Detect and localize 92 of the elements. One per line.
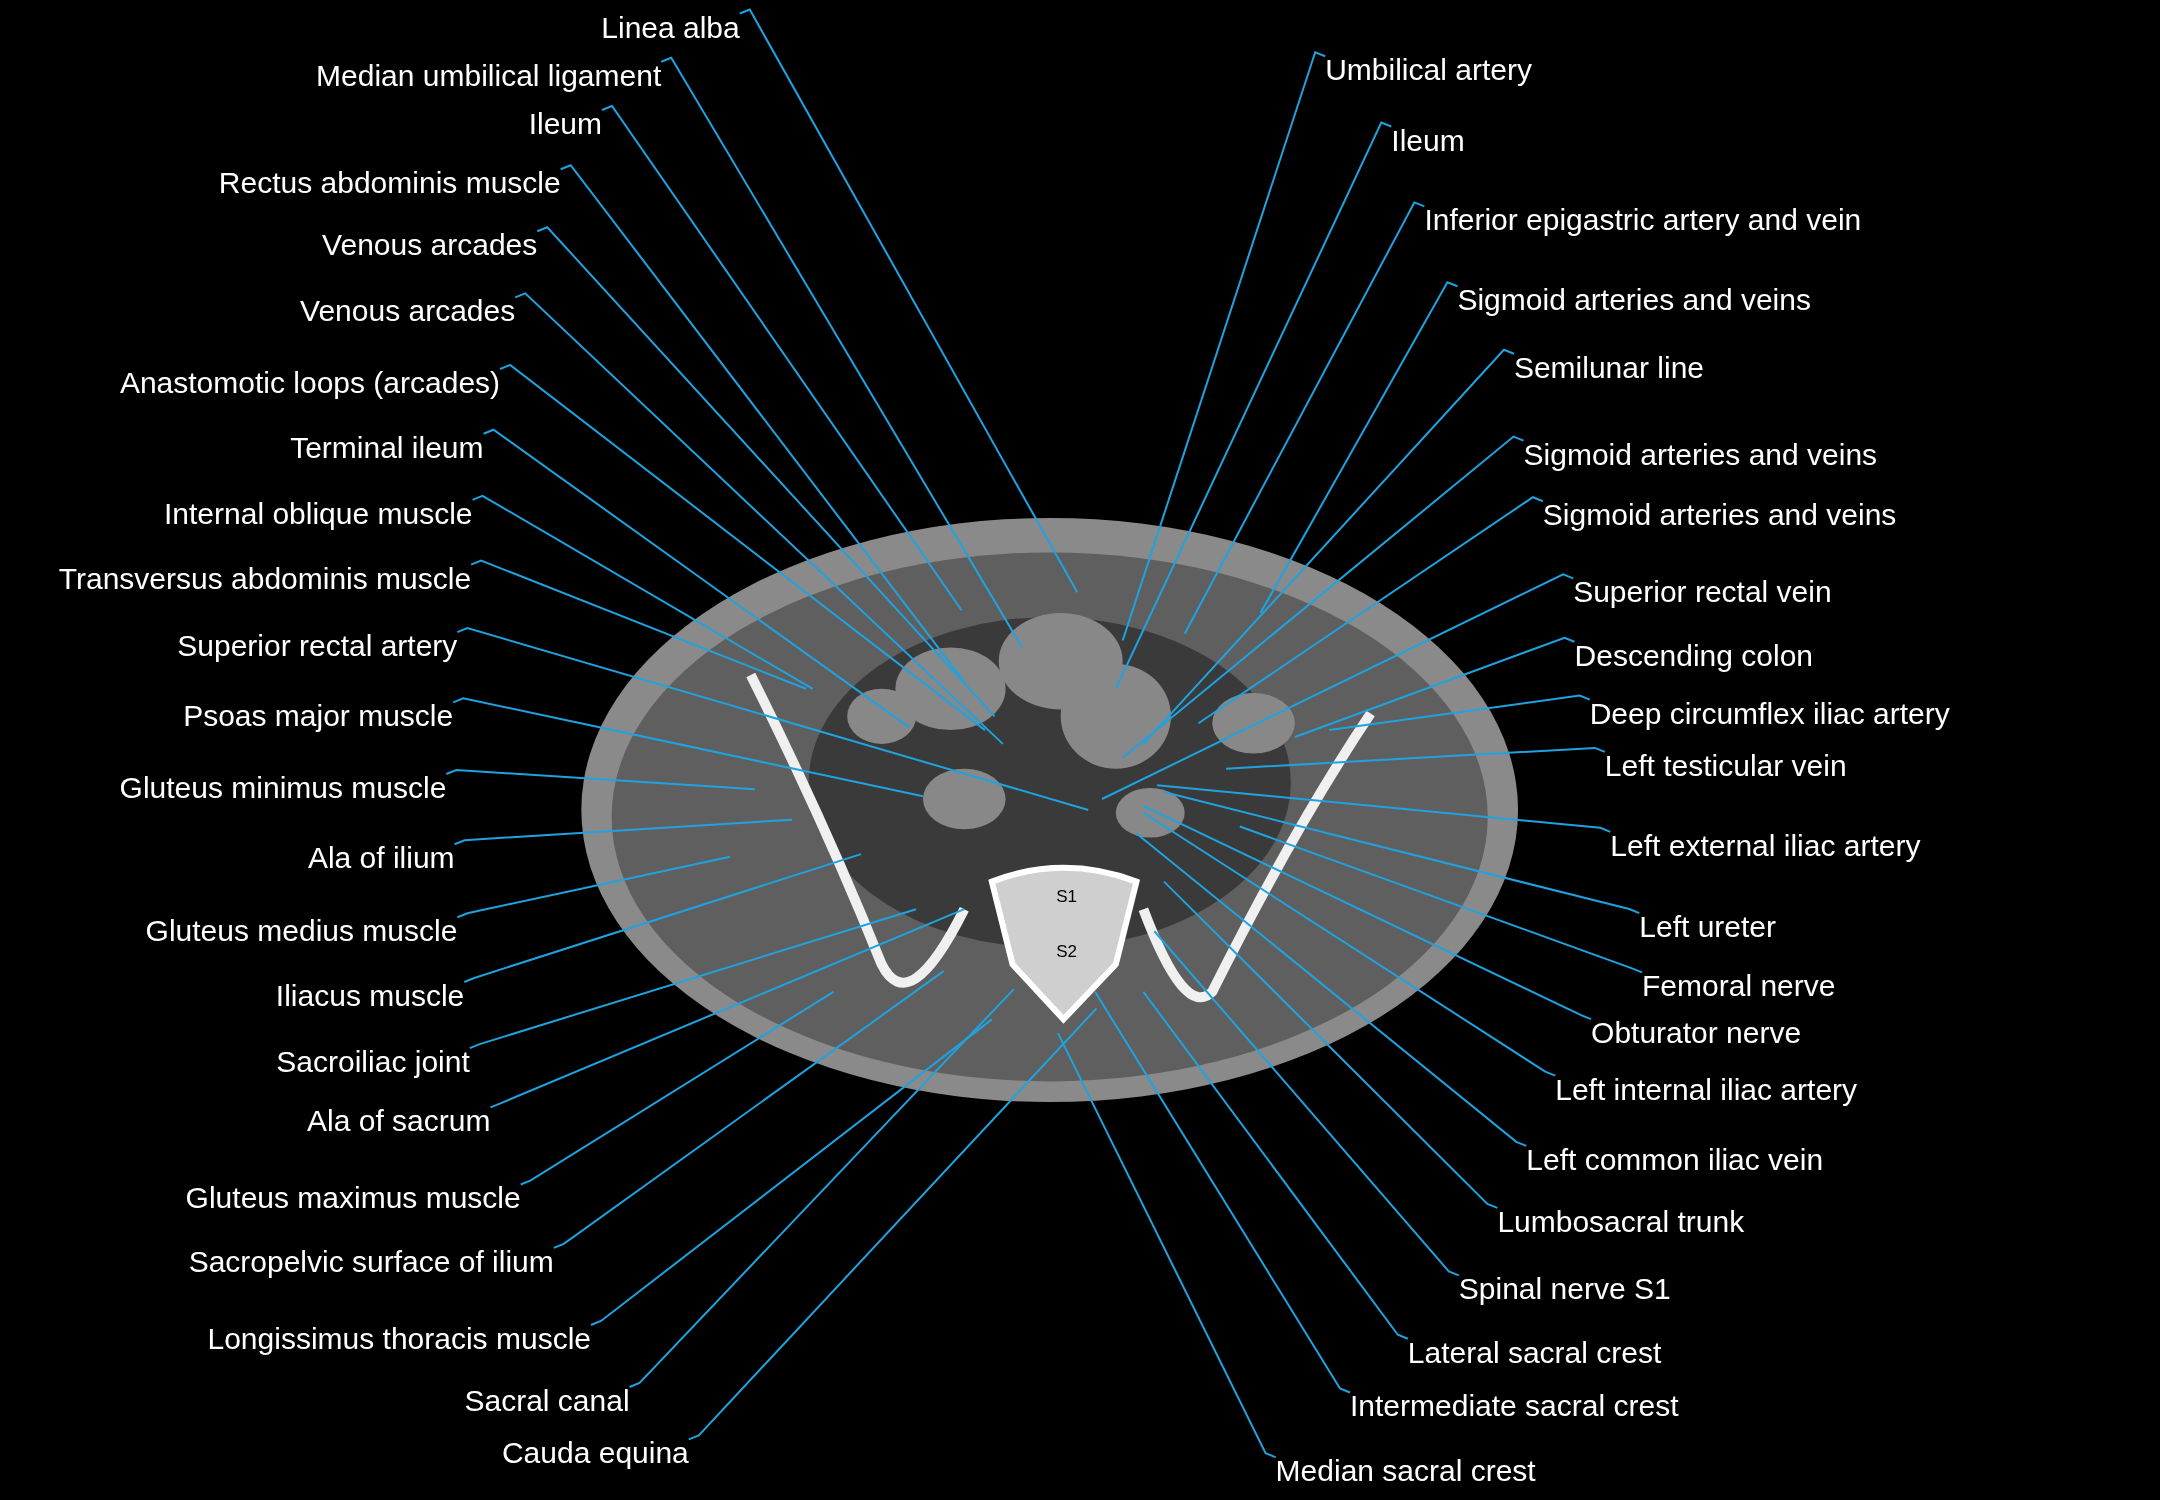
structure-label: Sigmoid arteries and veins bbox=[1523, 436, 1878, 473]
structure-label: Left external iliac artery bbox=[1610, 827, 1921, 864]
structure-label: Terminal ileum bbox=[290, 429, 484, 466]
leader-line bbox=[1153, 930, 1460, 1277]
leader-line bbox=[452, 697, 924, 798]
leader-line bbox=[456, 627, 1090, 811]
vertebra-label: S2 bbox=[1056, 941, 1077, 962]
leader-line bbox=[514, 292, 1004, 745]
structure-label: Left ureter bbox=[1639, 909, 1777, 946]
structure-label: Descending colon bbox=[1574, 637, 1814, 674]
structure-label: Transversus abdominis muscle bbox=[58, 560, 472, 597]
leader-line bbox=[456, 855, 732, 919]
leader-line bbox=[552, 970, 945, 1249]
leader-line bbox=[471, 494, 814, 690]
leader-line bbox=[1293, 636, 1576, 738]
structure-label: Venous arcades bbox=[322, 227, 538, 264]
leader-line bbox=[1197, 496, 1544, 725]
structure-label: Gluteus maximus muscle bbox=[185, 1180, 521, 1217]
structure-label: Ileum bbox=[528, 105, 602, 142]
leader-line bbox=[738, 8, 1079, 594]
leader-line bbox=[1163, 880, 1499, 1209]
leader-line bbox=[1121, 435, 1525, 759]
leader-line bbox=[463, 853, 862, 983]
structure-label: Venous arcades bbox=[300, 293, 516, 330]
structure-label: Sigmoid arteries and veins bbox=[1542, 497, 1897, 534]
structure-label: Sigmoid arteries and veins bbox=[1457, 282, 1811, 319]
leader-line bbox=[482, 428, 911, 729]
structure-label: Inferior epigastric artery and vein bbox=[1424, 202, 1862, 239]
leader-line bbox=[499, 363, 986, 732]
structure-label: Umbilical artery bbox=[1325, 52, 1532, 89]
leader-line bbox=[660, 56, 1024, 649]
leader-line bbox=[687, 1007, 1098, 1441]
leader-line bbox=[519, 990, 835, 1186]
structure-label: Median sacral crest bbox=[1275, 1453, 1536, 1490]
structure-label: Semilunar line bbox=[1513, 349, 1704, 386]
leader-line bbox=[489, 908, 966, 1109]
structure-label: Cauda equina bbox=[501, 1435, 689, 1472]
leader-line bbox=[1328, 694, 1591, 732]
structure-label: Psoas major muscle bbox=[183, 698, 454, 735]
structure-label: Ala of ilium bbox=[307, 840, 455, 877]
structure-label: Sacroiliac joint bbox=[276, 1044, 470, 1081]
structure-label: Lumbosacral trunk bbox=[1497, 1203, 1745, 1240]
leader-line bbox=[1142, 990, 1409, 1340]
leader-line bbox=[468, 908, 918, 1050]
structure-label: Left common iliac vein bbox=[1526, 1141, 1824, 1178]
structure-label: Lateral sacral crest bbox=[1407, 1334, 1662, 1371]
structure-label: Superior rectal artery bbox=[177, 628, 458, 665]
structure-label: Anastomotic loops (arcades) bbox=[119, 364, 501, 401]
structure-label: Internal oblique muscle bbox=[164, 495, 473, 532]
leader-line bbox=[470, 559, 807, 690]
leader-line bbox=[445, 768, 756, 791]
leader-line bbox=[453, 818, 794, 846]
structure-label: Left testicular vein bbox=[1604, 747, 1847, 784]
leader-line bbox=[1094, 990, 1351, 1394]
structure-label: Longissimus thoracis muscle bbox=[207, 1320, 591, 1357]
structure-label: Spinal nerve S1 bbox=[1458, 1271, 1671, 1308]
structure-label: Ileum bbox=[1391, 122, 1465, 159]
structure-label: Median umbilical ligament bbox=[316, 57, 662, 94]
leader-line bbox=[1142, 811, 1557, 1077]
leader-line bbox=[1135, 832, 1528, 1147]
structure-label: Obturator nerve bbox=[1591, 1015, 1802, 1052]
leader-line bbox=[1142, 348, 1515, 745]
vertebra-label: S1 bbox=[1056, 886, 1077, 907]
leader-line bbox=[1156, 784, 1612, 833]
leader-line bbox=[1142, 804, 1593, 1021]
leader-line bbox=[1183, 201, 1426, 635]
structure-label: Intermediate sacral crest bbox=[1350, 1388, 1679, 1425]
leader-line bbox=[1259, 281, 1459, 614]
structure-label: Sacral canal bbox=[464, 1382, 630, 1419]
structure-label: Gluteus medius muscle bbox=[145, 913, 458, 950]
leader-line bbox=[1114, 121, 1393, 690]
structure-label: Deep circumflex iliac artery bbox=[1589, 695, 1950, 732]
leader-line bbox=[559, 164, 966, 683]
leader-line bbox=[1238, 825, 1644, 974]
leader-line bbox=[590, 1018, 993, 1326]
leader-line bbox=[1056, 1032, 1277, 1459]
structure-label: Superior rectal vein bbox=[1573, 574, 1832, 611]
structure-label: Linea alba bbox=[601, 9, 740, 46]
structure-label: Rectus abdominis muscle bbox=[218, 165, 561, 202]
structure-label: Femoral nerve bbox=[1642, 968, 1836, 1005]
leader-line bbox=[601, 104, 963, 612]
leader-line bbox=[628, 988, 1015, 1388]
leader-line bbox=[1225, 746, 1606, 770]
leader-line bbox=[536, 226, 996, 718]
structure-label: Sacropelvic surface of ilium bbox=[188, 1243, 554, 1280]
leader-line bbox=[1121, 50, 1327, 642]
structure-label: Gluteus minimus muscle bbox=[119, 769, 447, 806]
structure-label: Left internal iliac artery bbox=[1555, 1071, 1858, 1108]
leader-line bbox=[1101, 573, 1575, 800]
structure-label: Ala of sacrum bbox=[307, 1103, 491, 1140]
leader-line bbox=[1163, 791, 1641, 915]
structure-label: Iliacus muscle bbox=[275, 977, 465, 1014]
